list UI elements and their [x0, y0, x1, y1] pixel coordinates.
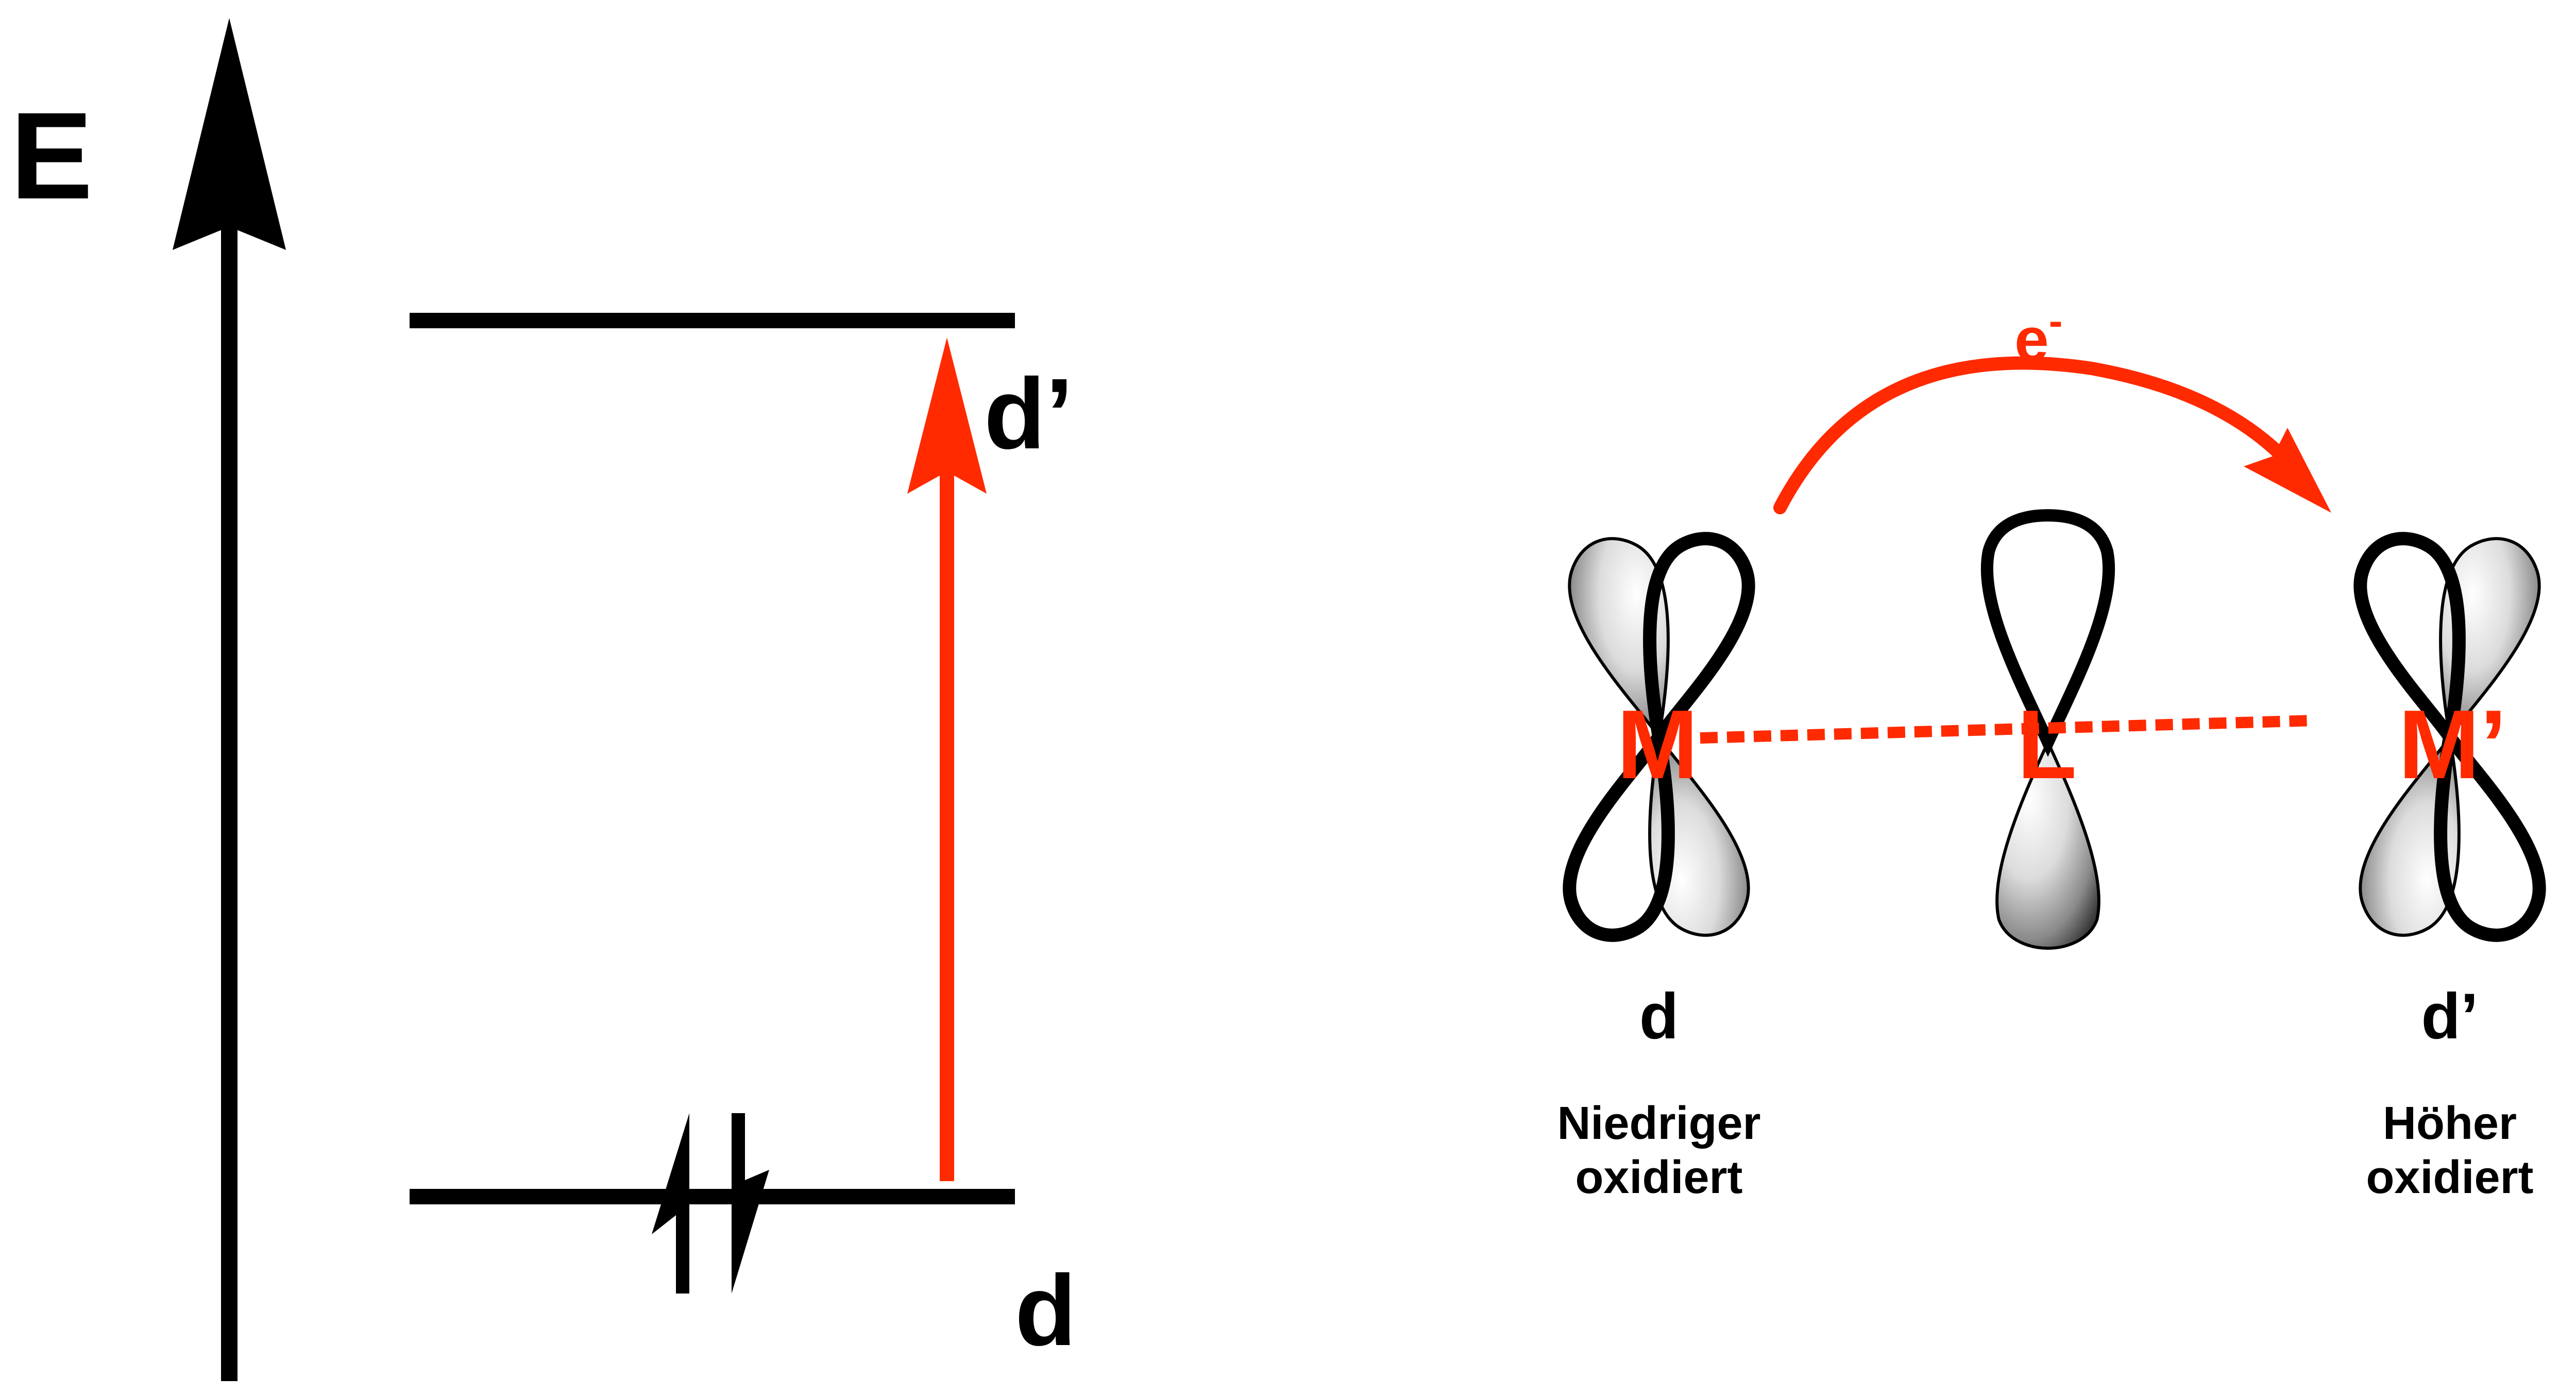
- ligand-label: L: [2017, 690, 2077, 799]
- right-caption-line1: Höher: [2383, 1098, 2517, 1149]
- electron-transfer-arrow: [1773, 356, 2331, 514]
- upper-level-label: d’: [984, 358, 1073, 470]
- metal-left-label: M: [1617, 690, 1698, 799]
- left-caption-line2: oxidiert: [1575, 1152, 1742, 1203]
- energy-axis-arrow: [173, 18, 286, 1381]
- energy-diagram: E d’ d: [10, 18, 1076, 1381]
- energy-axis-label: E: [10, 87, 93, 225]
- left-caption-line1: Niedriger: [1557, 1098, 1760, 1149]
- spin-up-half-arrow-icon: [652, 1113, 689, 1294]
- metal-right-label: M’: [2398, 690, 2507, 799]
- orbital-diagram: e- M L M’ d Niedriger oxidiert: [1557, 298, 2539, 1203]
- lower-level-label: d: [1015, 1254, 1076, 1367]
- right-orbital-label: d’: [2421, 981, 2478, 1052]
- left-orbital-label: d: [1639, 981, 1679, 1052]
- ligand-p-orbital: [1980, 509, 2115, 950]
- electron-label: e-: [2014, 298, 2062, 374]
- metal-ligand-overlap-line: [1700, 715, 2316, 744]
- right-caption-line2: oxidiert: [2366, 1152, 2533, 1203]
- excitation-arrow: [907, 338, 987, 1181]
- spin-down-half-arrow-icon: [732, 1113, 769, 1294]
- electron-pair-icon: [652, 1113, 769, 1294]
